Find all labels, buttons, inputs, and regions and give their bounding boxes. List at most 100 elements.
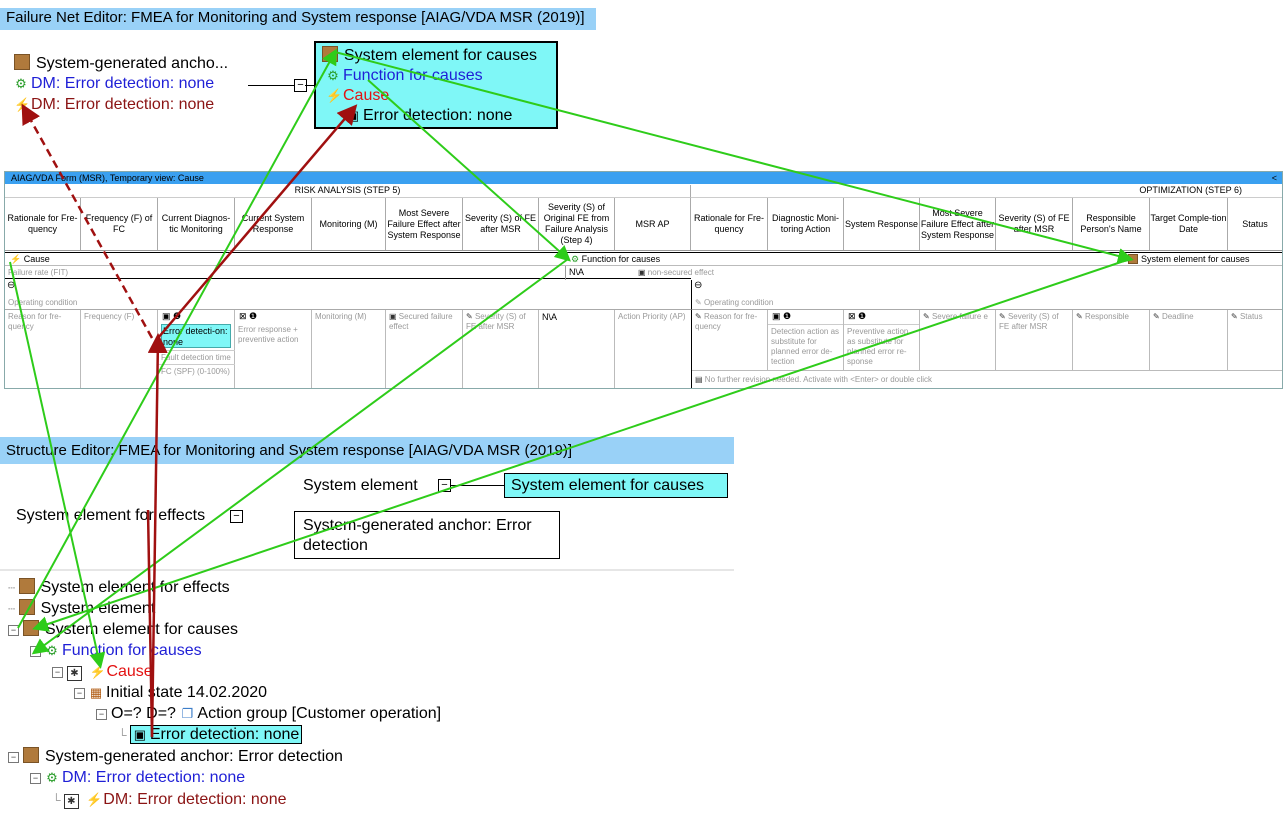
col-frequency[interactable]: Frequency (F) of FC xyxy=(81,198,158,250)
structure-root[interactable]: System element for effects xyxy=(16,507,206,524)
collapse-toggle[interactable]: − xyxy=(52,667,63,678)
risk-monitoring[interactable]: Monitoring (M) xyxy=(312,310,386,388)
col-msr-ap[interactable]: MSR AP xyxy=(615,198,691,250)
function-icon: ⚙ xyxy=(46,770,58,785)
msr-form: AIAG/VDA Form (MSR), Temporary view: Cau… xyxy=(4,171,1283,389)
focus-node[interactable]: System element for causes ⚙Function for … xyxy=(314,41,558,129)
col-most-severe[interactable]: Most Severe Failure Effect after System … xyxy=(386,198,463,250)
tree-item-anchor[interactable]: −System-generated anchor: Error detectio… xyxy=(8,746,343,767)
column-header-row: Rationale for Fre-quency Frequency (F) o… xyxy=(5,198,1282,251)
fn-left-item-dm-failure[interactable]: ⚡DM: Error detection: none xyxy=(14,96,215,113)
opt-severe[interactable]: ✎ Severe failure e xyxy=(920,310,996,370)
tree-item-function[interactable]: −⚙Function for causes xyxy=(30,640,202,661)
col-system-response[interactable]: Current System Response xyxy=(235,198,312,250)
tree-item-cause[interactable]: −✱ ⚡Cause xyxy=(52,661,153,682)
col-rationale[interactable]: Rationale for Fre-quency xyxy=(5,198,81,250)
row-element[interactable]: System element for causes xyxy=(1125,252,1253,267)
dm-failure-icon: ⚡ xyxy=(86,792,103,807)
na-value[interactable]: N\A xyxy=(569,267,585,277)
collapse-toggle[interactable]: − xyxy=(8,625,19,636)
structure-child-anchor[interactable]: System-generated anchor: Error detection xyxy=(294,511,560,559)
opt-op-condition-label[interactable]: ✎ Operating condition xyxy=(695,298,774,307)
collapse-toggle[interactable]: − xyxy=(30,773,41,784)
connector-line xyxy=(248,85,294,86)
fc-spf[interactable]: FC (SPF) (0-100%) xyxy=(158,364,235,379)
fn-left-item-dm-function[interactable]: ⚙DM: Error detection: none xyxy=(15,75,215,92)
response-icon: ⊠ ❶ xyxy=(239,311,258,321)
collapse-toggle[interactable]: − xyxy=(230,510,243,523)
collapse-icon[interactable]: < xyxy=(1271,173,1277,183)
opt-status[interactable]: ✎ Status xyxy=(1231,312,1263,321)
tree-item-system-element[interactable]: ┄ System element xyxy=(8,599,156,617)
risk-response[interactable]: Error response + preventive action xyxy=(238,325,299,344)
system-element-icon xyxy=(1128,254,1138,264)
focus-function[interactable]: ⚙Function for causes xyxy=(327,67,483,84)
risk-reason[interactable]: Reason for fre-quency xyxy=(5,310,81,388)
state-icon: ▦ xyxy=(89,685,103,700)
tree-item-effects[interactable]: ┄ System element for effects xyxy=(8,578,230,596)
detection-icon: ▣ ❶ xyxy=(772,311,792,321)
col-opt-system-response[interactable]: System Response xyxy=(844,198,920,250)
risk-severity[interactable]: ✎ Severity (S) of FE after MSR xyxy=(463,310,539,388)
opt-reason[interactable]: ✎ Reason for fre-quency xyxy=(692,310,768,370)
collapse-toggle[interactable]: − xyxy=(438,479,451,492)
collapse-toggle[interactable]: − xyxy=(96,709,107,720)
system-element-icon xyxy=(322,46,338,62)
structure-child-system-element[interactable]: System element xyxy=(303,477,418,494)
col-opt-most-severe[interactable]: Most Severe Failure Effect after System … xyxy=(920,198,996,250)
col-severity-original[interactable]: Severity (S) of Original FE from Failure… xyxy=(539,198,615,250)
col-opt-status[interactable]: Status xyxy=(1242,218,1268,229)
opt-deadline[interactable]: ✎ Deadline xyxy=(1150,310,1228,370)
focus-detection[interactable]: ▣Error detection: none xyxy=(346,107,513,124)
opt-severity[interactable]: ✎ Severity (S) of FE after MSR xyxy=(996,310,1073,370)
effect-icon: ▣ xyxy=(389,312,397,321)
tree-item-causes[interactable]: −System element for causes xyxy=(8,619,238,640)
opt-detection-action[interactable]: Detection action as substitute for plann… xyxy=(768,324,843,369)
collapse-toggle[interactable]: − xyxy=(8,752,19,763)
risk-response-cell: ⊠ ❶ Error response + preventive action xyxy=(235,310,312,388)
col-monitoring[interactable]: Monitoring (M) xyxy=(312,198,386,250)
cause-row[interactable]: ⚡ Cause ⚙ Function for causes System ele… xyxy=(5,252,1282,266)
pencil-icon: ✎ xyxy=(466,312,473,321)
tree-item-action-group[interactable]: −O=? D=? ❐Action group [Customer operati… xyxy=(96,703,441,724)
tree-selected-detection[interactable]: ▣Error detection: none xyxy=(129,725,303,744)
risk-secured[interactable]: ▣ Secured failure effect xyxy=(386,310,463,388)
col-opt-target-date[interactable]: Target Comple-tion Date xyxy=(1150,198,1228,250)
tree-item-initial-state[interactable]: −▦Initial state 14.02.2020 xyxy=(74,682,267,703)
collapse-toggle[interactable]: − xyxy=(30,646,41,657)
fn-left-item-anchor[interactable]: System-generated ancho... xyxy=(14,54,228,73)
function-icon: ⚙ xyxy=(46,643,58,658)
risk-body: Reason for fre-quency Frequency (F) ▣ ❶ … xyxy=(5,310,691,388)
function-icon: ⚙ xyxy=(571,254,580,264)
focus-element[interactable]: System element for causes xyxy=(322,46,550,66)
tree-item-dm-failure[interactable]: └ ✱ ⚡DM: Error detection: none xyxy=(52,791,287,809)
risk-ap[interactable]: Action Priority (AP) xyxy=(618,312,686,321)
collapse-toggle[interactable]: − xyxy=(74,688,85,699)
effect-icon: ▣ xyxy=(638,268,646,277)
tree-item-error-detection[interactable]: └ ▣Error detection: none xyxy=(118,724,303,746)
col-opt-diagnostic[interactable]: Diagnostic Moni-toring Action xyxy=(768,198,844,250)
col-severity-msr[interactable]: Severity (S) of FE after MSR xyxy=(463,198,539,250)
fault-detection-time[interactable]: Fault detection time xyxy=(158,350,235,365)
action-group-icon: ❐ xyxy=(181,706,194,721)
non-secured-cell[interactable]: ▣ non-secured effect xyxy=(638,268,714,277)
failure-net-title: Failure Net Editor: FMEA for Monitoring … xyxy=(0,8,596,30)
detection-icon: ▣ ❶ xyxy=(162,311,182,321)
condition-icon: ⊖ xyxy=(694,280,703,291)
structure-child-link[interactable]: System element for causes xyxy=(504,473,728,498)
focus-cause[interactable]: ⚡Cause xyxy=(326,87,390,104)
risk-detection-value[interactable]: Error detecti-on: none xyxy=(161,324,231,348)
col-diagnostic[interactable]: Current Diagnos-tic Monitoring xyxy=(158,198,235,250)
opt-responsible[interactable]: ✎ Responsible xyxy=(1073,310,1150,370)
tree-item-dm-function[interactable]: −⚙DM: Error detection: none xyxy=(30,767,245,788)
opt-revision[interactable]: ▤ No further revision needed. Activate w… xyxy=(692,370,1282,388)
row-cause[interactable]: ⚡ Cause xyxy=(10,254,50,264)
col-opt-responsible[interactable]: Responsible Person's Name xyxy=(1073,198,1150,250)
risk-frequency[interactable]: Frequency (F) xyxy=(81,310,158,388)
risk-original-severity[interactable]: N\A xyxy=(539,310,615,388)
col-opt-severity[interactable]: Severity (S) of FE after MSR xyxy=(996,198,1073,250)
fit-cell[interactable]: Failure rate (FIT) xyxy=(5,266,566,280)
risk-op-condition-label[interactable]: Operating condition xyxy=(8,298,78,307)
opt-preventive-action[interactable]: Preventive action as substitute for plan… xyxy=(844,324,919,369)
col-opt-rationale[interactable]: Rationale for Fre-quency xyxy=(691,198,768,250)
